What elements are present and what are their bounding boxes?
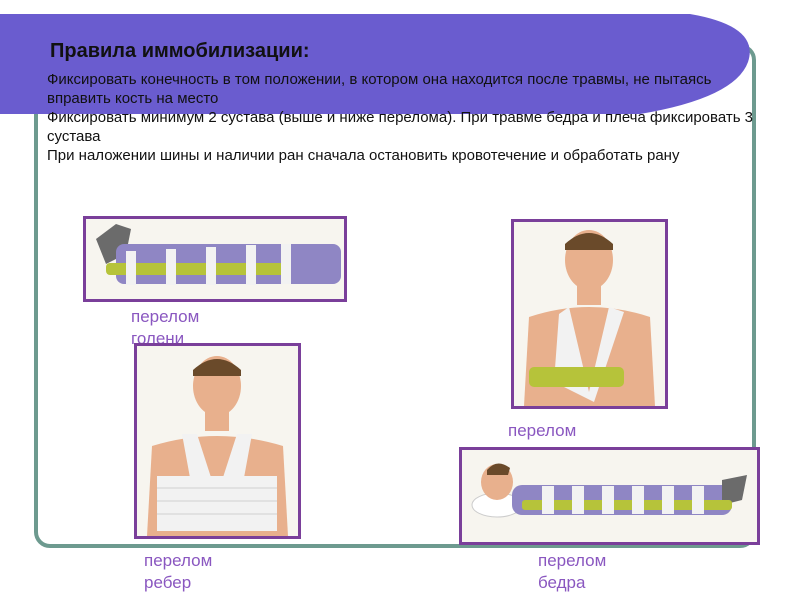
forearm-sling-illustration bbox=[511, 219, 668, 409]
title-banner bbox=[0, 14, 750, 114]
rule-3: При наложении шины и наличии ран сначала… bbox=[47, 147, 680, 164]
caption-shin-line1: перелом bbox=[131, 307, 200, 326]
shin-splint-illustration bbox=[83, 216, 347, 302]
caption-thigh: перелом бедра bbox=[538, 550, 606, 594]
caption-forearm-line1: перелом bbox=[508, 421, 577, 440]
rule-1: Фиксировать конечность в том положении, … bbox=[47, 71, 712, 107]
caption-thigh-line2: бедра bbox=[538, 573, 586, 592]
caption-ribs: перелом ребер bbox=[144, 550, 212, 594]
caption-ribs-line2: ребер bbox=[144, 573, 192, 592]
rule-2: Фиксировать минимум 2 сустава (выше и ни… bbox=[47, 109, 754, 145]
caption-thigh-line1: перелом bbox=[538, 551, 607, 570]
slide-title: Правила иммобилизации: bbox=[50, 40, 310, 62]
rib-bandage-illustration bbox=[134, 343, 301, 539]
caption-ribs-line1: перелом bbox=[144, 551, 213, 570]
rules-list: Фиксировать конечность в том положении, … bbox=[47, 70, 757, 165]
thigh-splint-illustration bbox=[459, 447, 760, 545]
